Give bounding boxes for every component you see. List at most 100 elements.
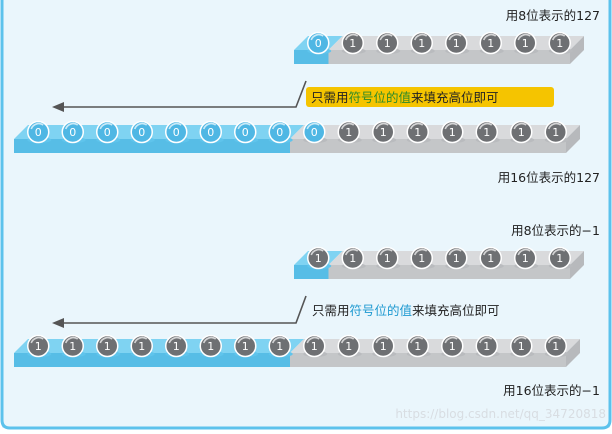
bit-ball: 1 [548, 246, 573, 270]
ball-shine [271, 122, 286, 130]
ball-shine [517, 248, 531, 256]
tray-front-blue [14, 353, 290, 367]
ball-shine [64, 122, 79, 130]
bit-value: 1 [518, 126, 525, 139]
bit-ball: 1 [337, 334, 362, 358]
bit-ball: 1 [406, 120, 431, 144]
bit-ball: 1 [165, 334, 190, 358]
tray-top-blue [14, 125, 304, 139]
ball-shine [202, 122, 217, 130]
bit-ball: 1 [445, 31, 470, 55]
label-8bit-127: 用8位表示的127 [506, 8, 600, 23]
bit-value: 1 [242, 340, 249, 353]
ball-shine [375, 336, 389, 344]
ball-shine [310, 33, 324, 41]
bit-ball: 1 [199, 334, 224, 358]
note-highlight: 符号位的值 [349, 90, 412, 105]
bit-ball: 1 [548, 31, 573, 55]
bit-value: 0 [311, 126, 318, 139]
bit-value: 1 [418, 252, 425, 265]
bit-value: 1 [552, 340, 559, 353]
bit-ball: 1 [61, 334, 86, 358]
note-highlight-box [306, 87, 554, 107]
bit-value: 1 [483, 340, 490, 353]
tray-front-gray [290, 139, 566, 153]
bit-ball: 1 [544, 334, 569, 358]
bit-value: 0 [207, 126, 214, 139]
ball-shine [237, 122, 251, 130]
bit-value: 0 [138, 126, 145, 139]
note-suffix: 来填充高位即可 [412, 303, 500, 318]
tray-side [566, 339, 580, 367]
note-prefix: 只需用 [312, 303, 350, 318]
label-16bit-127: 用16位表示的127 [498, 170, 600, 185]
arrow-head-left [52, 102, 64, 112]
bit-ball: 1 [341, 31, 366, 55]
bit-ball: 1 [514, 31, 539, 55]
bit-ball: 0 [96, 120, 121, 144]
bit-ball: 1 [130, 334, 155, 358]
bit-value: 0 [242, 126, 249, 139]
bit-ball: 0 [130, 120, 155, 144]
ball-shine [448, 33, 462, 41]
bit-ball: 1 [27, 334, 52, 358]
ball-shine [133, 336, 148, 344]
bit-ball: 0 [165, 120, 190, 144]
bit-ball: 1 [303, 334, 328, 358]
bit-value: 1 [418, 37, 425, 50]
bit-ball: 1 [441, 120, 466, 144]
bit-value: 0 [104, 126, 111, 139]
tray-top-gray [290, 339, 580, 353]
bit-ball: 1 [376, 31, 401, 55]
ball-shine [478, 122, 493, 130]
bit-ball: 0 [268, 120, 293, 144]
bit-ball: 1 [96, 334, 121, 358]
ball-shine [306, 122, 320, 130]
bit-value: 1 [104, 340, 111, 353]
bit-value: 0 [35, 126, 42, 139]
bit-ball: 0 [307, 31, 332, 55]
tray-side [566, 125, 580, 153]
bit-ball: 1 [479, 31, 504, 55]
bit-ball: 1 [372, 120, 397, 144]
ball-shine [30, 336, 44, 344]
bit-ball: 0 [27, 120, 52, 144]
ball-shine [409, 122, 424, 130]
ball-shine [30, 122, 44, 130]
tray-side [570, 36, 584, 64]
bit-ball: 0 [61, 120, 86, 144]
watermark: https://blog.csdn.net/qq_34720818 [395, 407, 606, 421]
note-text-minus1: 只需用符号位的值来填充高位即可 [312, 303, 500, 318]
note-text-127: 只需用符号位的值来填充高位即可 [311, 90, 499, 105]
bit-value: 1 [345, 340, 352, 353]
ball-shine [513, 122, 527, 130]
ball-shine [379, 248, 393, 256]
bit-ball: 1 [479, 246, 504, 270]
bit-ball: 0 [303, 120, 328, 144]
ball-shine [478, 336, 493, 344]
bit-value: 1 [556, 37, 563, 50]
ball-shine [271, 336, 286, 344]
ball-shine [133, 122, 148, 130]
bit-value: 1 [414, 340, 421, 353]
bit-value: 1 [483, 126, 490, 139]
bit-ball: 0 [199, 120, 224, 144]
bit-ball: 1 [341, 246, 366, 270]
bit-ball: 1 [307, 246, 332, 270]
label-8bit-minus1: 用8位表示的−1 [511, 223, 600, 238]
bit-ball: 1 [410, 31, 435, 55]
tray-side [570, 251, 584, 279]
ball-shine [444, 122, 458, 130]
ball-shine [413, 33, 428, 41]
ball-shine [409, 336, 424, 344]
ball-shine [413, 248, 428, 256]
bit-value: 1 [522, 37, 529, 50]
ball-shine [448, 248, 462, 256]
bit-value: 1 [552, 126, 559, 139]
bit-ball: 1 [268, 334, 293, 358]
